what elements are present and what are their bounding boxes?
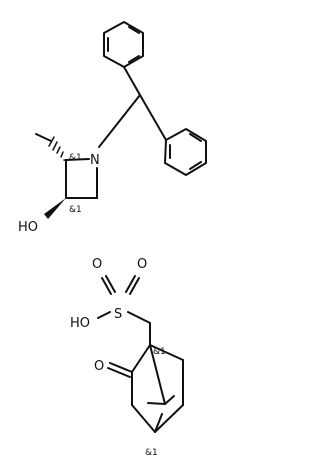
stereo-label: &1	[69, 153, 82, 163]
bond-s-o-left-double	[105, 275, 116, 293]
bond-ch-to-n	[98, 94, 141, 148]
bond-ch-to-ring	[139, 94, 167, 141]
aromatic-double-bond	[189, 161, 202, 170]
methyl-bond-left	[147, 402, 166, 405]
aromatic-double-bond	[189, 133, 202, 142]
phenyl-ring-right	[164, 128, 207, 176]
sulfonyl-oxygen-label: O	[92, 257, 102, 272]
bond-s-ch2	[127, 311, 151, 324]
aromatic-double-bond	[128, 26, 140, 34]
chemical-structure-svg: N HO &1 &1 O O S HO O &1	[18, 21, 207, 458]
chemical-structure-canvas: N HO &1 &1 O O S HO O &1	[18, 21, 207, 458]
bond-n-c2	[65, 158, 90, 161]
phenyl-ring-upper-outline	[103, 21, 144, 68]
ketone-oxygen-label: O	[94, 359, 104, 374]
sulfonic-hydroxyl-label: HO	[70, 316, 90, 331]
stereo-label: &1	[69, 205, 82, 215]
bond-c1-c7	[149, 344, 166, 405]
phenyl-ring-upper	[103, 21, 144, 68]
bond-ring-to-ch	[123, 66, 141, 96]
aromatic-double-bond	[128, 55, 140, 63]
methyl-bond-right	[164, 395, 175, 405]
bond-s-o-right	[125, 275, 136, 293]
hydroxyl-solid-wedge	[44, 198, 66, 219]
methyl-bond	[35, 133, 52, 142]
sulfur-atom-label: S	[114, 307, 122, 322]
sulfonyl-oxygen-label: O	[137, 257, 147, 272]
bond-oh-s	[97, 311, 111, 319]
phenyl-ring-right-outline	[164, 128, 207, 176]
bond-c5-c4	[154, 404, 184, 433]
bond-c4-c7	[154, 413, 163, 433]
bond-s-o-left	[101, 277, 112, 295]
bond-c-o-ketone	[109, 362, 133, 373]
stereo-label: &1	[145, 448, 158, 458]
stereo-label: &1	[153, 347, 166, 357]
bottom-molecule: O O S HO O &1 &1	[70, 257, 184, 458]
bond-c-o-ketone-double	[107, 367, 131, 378]
top-molecule: N HO &1 &1	[18, 21, 207, 235]
bond-c1-c2	[131, 344, 151, 373]
bond-s-o-right-double	[129, 277, 140, 295]
nitrogen-atom-label: N	[90, 153, 100, 168]
hydroxyl-label: HO	[18, 220, 38, 235]
bond-c1-c6	[149, 344, 184, 361]
bond-c3-c4	[131, 404, 156, 433]
methyl-hashed-wedge	[48, 136, 69, 161]
